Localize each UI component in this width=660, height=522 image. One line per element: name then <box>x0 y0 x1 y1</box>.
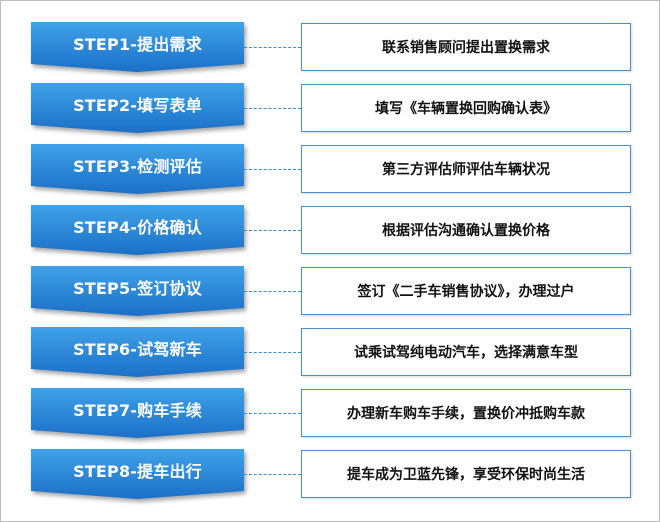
step-7-description: 办理新车购车手续，置换价冲抵购车款 <box>301 389 631 437</box>
step-1-connector <box>244 47 301 48</box>
step-7-connector <box>244 413 301 414</box>
step-3-label: STEP3-检测评估 <box>73 157 202 176</box>
step-8-connector <box>244 474 301 475</box>
step-2-description: 填写《车辆置换回购确认表》 <box>301 84 631 132</box>
step-2-arrow: STEP2-填写表单 <box>31 83 244 133</box>
step-arrow-shape <box>31 83 244 133</box>
step-4-arrow: STEP4-价格确认 <box>31 205 244 255</box>
step-2-label: STEP2-填写表单 <box>73 96 202 115</box>
step-5-arrow: STEP5-签订协议 <box>31 266 244 316</box>
step-3-description: 第三方评估师评估车辆状况 <box>301 145 631 193</box>
step-arrow-shape <box>31 22 244 72</box>
step-arrow-shape <box>31 449 244 499</box>
step-6-description: 试乘试驾纯电动汽车，选择满意车型 <box>301 328 631 376</box>
step-4-connector <box>244 230 301 231</box>
step-7-label: STEP7-购车手续 <box>73 401 202 420</box>
step-6-arrow: STEP6-试驾新车 <box>31 327 244 377</box>
step-6-label: STEP6-试驾新车 <box>73 340 202 359</box>
step-3-connector <box>244 169 301 170</box>
step-arrow-shape <box>31 266 244 316</box>
step-1-arrow: STEP1-提出需求 <box>31 22 244 72</box>
step-4-description: 根据评估沟通确认置换价格 <box>301 206 631 254</box>
step-5-connector <box>244 291 301 292</box>
step-8-arrow: STEP8-提车出行 <box>31 449 244 499</box>
step-arrow-shape <box>31 327 244 377</box>
step-arrow-shape <box>31 388 244 438</box>
step-5-label: STEP5-签订协议 <box>73 279 202 298</box>
step-4-label: STEP4-价格确认 <box>73 218 202 237</box>
step-1-description: 联系销售顾问提出置换需求 <box>301 23 631 71</box>
step-arrow-shape <box>31 144 244 194</box>
step-1-label: STEP1-提出需求 <box>73 35 202 54</box>
step-3-arrow: STEP3-检测评估 <box>31 144 244 194</box>
step-5-description: 签订《二手车销售协议》，办理过户 <box>301 267 631 315</box>
step-8-description: 提车成为卫蓝先锋，享受环保时尚生活 <box>301 450 631 498</box>
step-8-label: STEP8-提车出行 <box>73 462 202 481</box>
step-2-connector <box>244 108 301 109</box>
step-6-connector <box>244 352 301 353</box>
step-arrow-shape <box>31 205 244 255</box>
step-7-arrow: STEP7-购车手续 <box>31 388 244 438</box>
